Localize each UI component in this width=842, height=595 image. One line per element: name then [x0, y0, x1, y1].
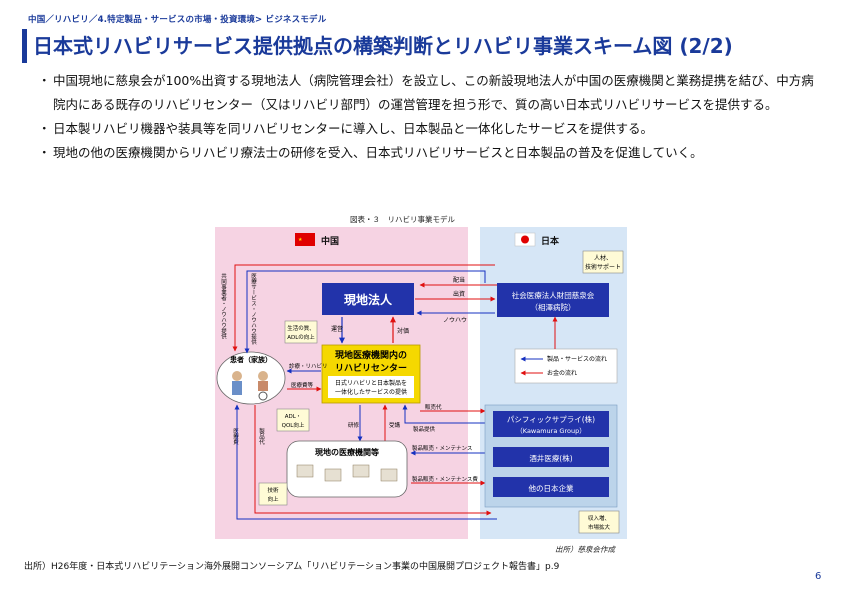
figure-caption: 図表・３ リハビリ事業モデル [350, 214, 455, 224]
note-quality [284, 320, 318, 344]
svg-text:受講: 受講 [389, 421, 401, 429]
china-flag-icon [295, 233, 315, 246]
bullet-mark: ・ [38, 121, 51, 136]
source-note: 出所）H26年度・日本式リハビリテーション海外展開コンソーシアム「リハビリテーシ… [24, 562, 560, 572]
other-jp-box [493, 477, 609, 497]
svg-text:診療・リハビリ: 診療・リハビリ [289, 362, 328, 370]
svg-text:製品販売・メンテナンス: 製品販売・メンテナンス [412, 444, 472, 452]
hospital-building-icon [380, 468, 398, 482]
hospital-building-icon [352, 464, 370, 478]
svg-text:対価: 対価 [397, 327, 409, 335]
svg-text:市場拡大: 市場拡大 [588, 523, 611, 531]
svg-text:人材、: 人材、 [594, 254, 612, 262]
bullet-text: 現地の他の医療機関からリハビリ療法士の研修を受入、日本式リハビリサービスと日本製… [53, 145, 703, 160]
left-vertical-label-4: 製品代 [258, 427, 265, 446]
japan-region-label: 日本 [541, 235, 560, 247]
bullet-mark: ・ [38, 145, 51, 160]
svg-text:酒井医療(株): 酒井医療(株) [529, 453, 572, 463]
left-vertical-label: 共同事業者・ノウハウ提供 [220, 272, 227, 341]
breadcrumb: 中国／リハビリ／4.特定製品・サービスの市場・投資環境> ビジネスモデル [28, 15, 327, 25]
business-scheme-figure: 図表・３ リハビリ事業モデル ★ 中国 日本 人材、 技術サポート 現地法人 社… [215, 213, 627, 543]
svg-text:パシフィックサプライ(株): パシフィックサプライ(株) [507, 414, 595, 424]
svg-text:出資: 出資 [453, 290, 465, 298]
svg-text:医療費等: 医療費等 [291, 381, 314, 389]
note-reha [258, 482, 288, 506]
svg-text:ADLの向上: ADLの向上 [287, 333, 315, 341]
china-region-label: 中国 [321, 235, 339, 247]
bullet-item: ・ 中国現地に慈泉会が100%出資する現地法人（病院管理会社）を設立し、この新設… [38, 69, 824, 117]
svg-text:生活の質、: 生活の質、 [287, 324, 315, 332]
svg-text:技術サポート: 技術サポート [585, 263, 621, 271]
svg-text:製品販売・メンテナンス費: 製品販売・メンテナンス費 [412, 475, 478, 483]
svg-text:日式リハビリと日本製品を: 日式リハビリと日本製品を [335, 379, 407, 387]
wheelchair-figure-icon [258, 371, 268, 381]
svg-text:（相澤病院）: （相澤病院） [531, 302, 576, 312]
svg-text:現地法人: 現地法人 [344, 292, 393, 307]
svg-text:向上: 向上 [267, 495, 279, 503]
svg-text:社会医療法人財団慈泉会: 社会医療法人財団慈泉会 [512, 290, 595, 300]
svg-text:製品提供: 製品提供 [413, 425, 436, 433]
bullet-list: ・ 中国現地に慈泉会が100%出資する現地法人（病院管理会社）を設立し、この新設… [38, 69, 824, 165]
svg-text:ADL・: ADL・ [285, 414, 302, 420]
bullet-mark: ・ [38, 73, 51, 88]
page-number: 6 [815, 571, 822, 582]
title-accent-bar [22, 29, 27, 63]
pacific-box [493, 411, 609, 437]
bullet-text: 中国現地に慈泉会が100%出資する現地法人（病院管理会社）を設立し、この新設現地… [53, 73, 814, 112]
svg-text:現地の医療機関等: 現地の医療機関等 [315, 447, 379, 457]
svg-text:他の日本企業: 他の日本企業 [529, 483, 574, 493]
scheme-diagram: 図表・３ リハビリ事業モデル ★ 中国 日本 人材、 技術サポート 現地法人 社… [215, 214, 627, 539]
svg-text:配当: 配当 [453, 276, 465, 284]
bullet-text: 日本製リハビリ機器や装具等を同リハビリセンターに導入し、日本製品と一体化したサー… [53, 121, 654, 136]
sakai-box [493, 447, 609, 467]
note-jiyu [578, 510, 620, 534]
hospital-building-icon [324, 468, 342, 482]
svg-text:運営: 運営 [331, 325, 343, 333]
local-corp-box [322, 283, 414, 315]
svg-text:収入増、: 収入増、 [588, 514, 610, 522]
legend [514, 348, 618, 384]
svg-text:患者（家族）: 患者（家族） [230, 355, 272, 364]
svg-text:お金の流れ: お金の流れ [547, 369, 577, 377]
figure-credit: 出所）慈泉会作成 [555, 545, 615, 554]
bullet-item: ・ 現地の他の医療機関からリハビリ療法士の研修を受入、日本式リハビリサービスと日… [38, 141, 824, 165]
svg-text:QOL向上: QOL向上 [282, 421, 305, 429]
page-title: 日本式リハビリサービス提供拠点の構築判断とリハビリ事業スキーム図 (2/2) [33, 34, 733, 58]
svg-text:リハビリセンター: リハビリセンター [335, 362, 407, 374]
patient-figure-icon [232, 371, 242, 381]
jisenkai-box [497, 283, 609, 317]
svg-text:製品・サービスの流れ: 製品・サービスの流れ [547, 355, 607, 363]
note-jinzai [582, 250, 624, 274]
svg-text:現地医療機関内の: 現地医療機関内の [335, 349, 407, 361]
left-vertical-label-2: 医療サービス・ノウハウ提供 [250, 273, 257, 346]
left-vertical-label-3: 医療費 [232, 428, 239, 446]
svg-text:販売代: 販売代 [425, 403, 442, 411]
bullet-item: ・ 日本製リハビリ機器や装具等を同リハビリセンターに導入し、日本製品と一体化した… [38, 117, 824, 141]
local-med-box [286, 440, 408, 498]
hospital-building-icon [296, 464, 314, 478]
svg-text:技術: 技術 [267, 486, 279, 494]
svg-text:（Kawamura Group）: （Kawamura Group） [516, 427, 585, 435]
svg-text:ノウハウ: ノウハウ [443, 316, 467, 324]
svg-text:一体化したサービスの提供: 一体化したサービスの提供 [335, 388, 407, 396]
svg-text:研修: 研修 [348, 421, 360, 429]
note-adl [276, 408, 310, 432]
svg-text:★: ★ [298, 237, 303, 243]
